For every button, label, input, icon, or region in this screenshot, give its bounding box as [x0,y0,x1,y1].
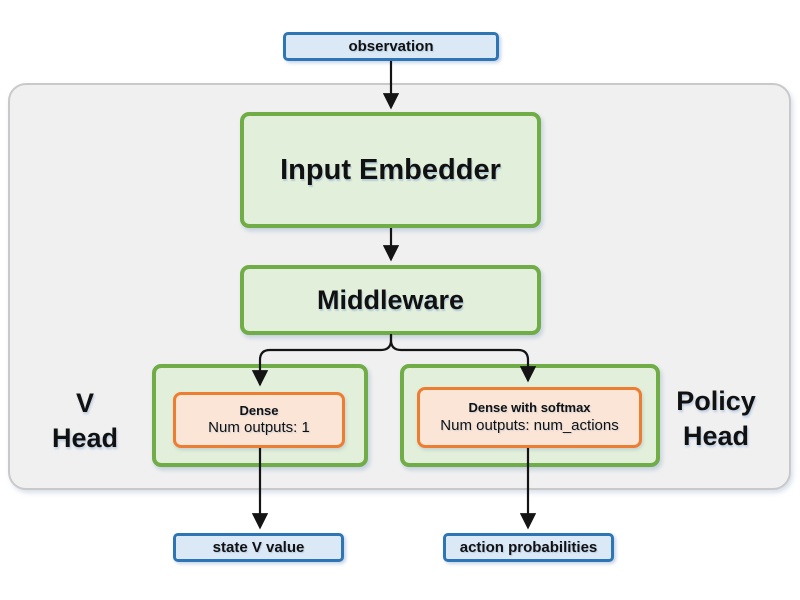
v-dense-title: Dense [239,402,279,418]
action-probabilities-node: action probabilities [443,533,614,562]
state-v-value-node: state V value [173,533,344,562]
observation-label: observation [348,38,434,55]
policy-head-caption: Policy Head [656,384,776,453]
policy-head-caption-line2: Head [682,420,750,451]
observation-node: observation [283,32,499,61]
v-head-dense-layer: Dense Num outputs: 1 [173,392,345,448]
v-dense-num-outputs: Num outputs: 1 [208,419,310,437]
policy-head-caption-line1: Policy [676,386,756,416]
input-embedder-label: Input Embedder [280,153,501,186]
state-v-value-label: state V value [212,539,305,556]
action-probabilities-label: action probabilities [459,539,598,556]
v-head-caption: V Head [25,386,145,455]
v-head-caption-line1: V [75,388,94,418]
middleware-block: Middleware [240,265,541,335]
v-head-caption-line2: Head [51,422,119,453]
policy-dense-num-outputs: Num outputs: num_actions [440,416,619,434]
policy-dense-title: Dense with softmax [468,400,591,416]
middleware-label: Middleware [316,284,465,315]
policy-head-dense-layer: Dense with softmax Num outputs: num_acti… [417,387,642,448]
input-embedder-block: Input Embedder [240,112,541,228]
